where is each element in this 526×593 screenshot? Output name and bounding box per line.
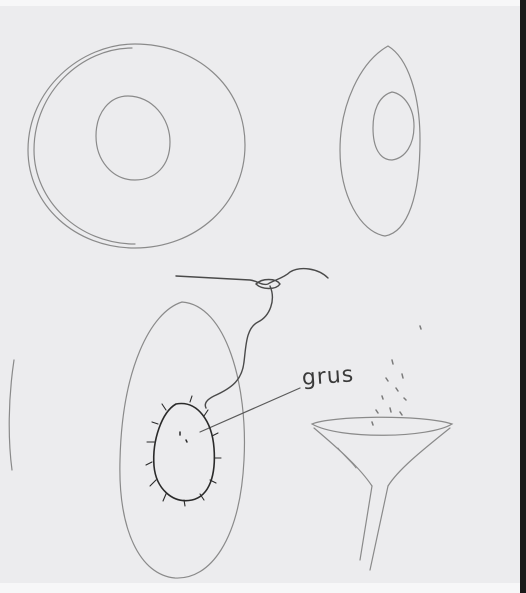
funnel-rim <box>312 417 452 435</box>
label-leader-line <box>200 388 300 432</box>
nucleus-bottom <box>154 404 215 501</box>
cell-outline-top-left-double <box>34 48 135 244</box>
cell-outline-bottom <box>120 302 245 578</box>
nucleus-bottom-spikes <box>146 396 221 506</box>
funnel-cone <box>314 428 450 486</box>
nucleus-top-right <box>373 92 414 160</box>
sparkle-dots <box>372 326 421 425</box>
nucleus-bottom-center-marks <box>180 432 187 442</box>
funnel-stem <box>360 486 388 570</box>
funnel-crack <box>338 448 356 468</box>
annotation-label-grus: grus <box>301 362 355 391</box>
cell-outline-top-right <box>340 46 420 236</box>
cell-outline-top-left <box>28 44 245 248</box>
partial-outline-left <box>9 360 14 470</box>
nucleus-top-left <box>96 96 170 180</box>
